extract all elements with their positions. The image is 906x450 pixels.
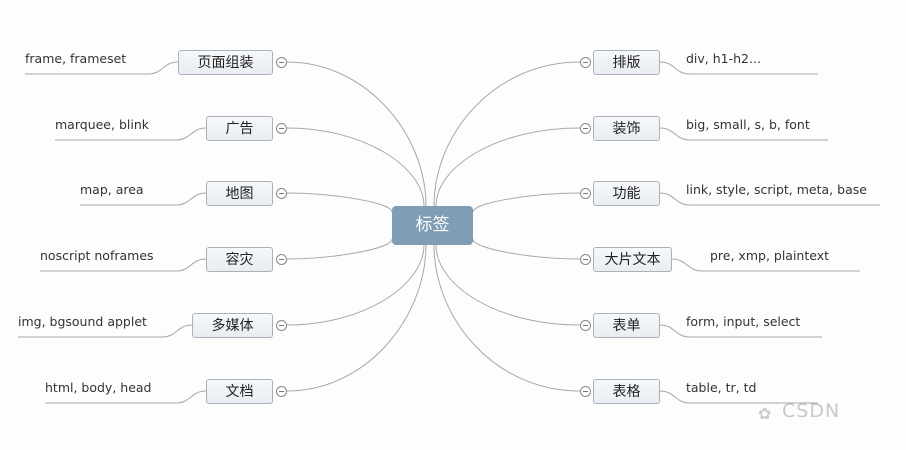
central-topic[interactable]: 标签 (392, 206, 473, 245)
branch-connector (433, 61, 581, 207)
wechat-icon: ✿ (758, 404, 772, 423)
leaf-text: div, h1-h2... (686, 51, 761, 66)
leaf-text: map, area (80, 182, 144, 197)
leaf-connector (659, 192, 880, 206)
collapse-toggle-icon[interactable] (580, 123, 591, 134)
leaf-connector (18, 324, 193, 338)
leaf-text: table, tr, td (686, 380, 757, 395)
collapse-toggle-icon[interactable] (580, 57, 591, 68)
branch-connector (286, 192, 393, 213)
branch-connector (286, 244, 427, 392)
leaf-text: pre, xmp, plaintext (710, 248, 830, 263)
leaf-connector (25, 61, 179, 75)
leaf-connector (659, 127, 828, 141)
branch-connector (286, 61, 427, 207)
leaf-connector (671, 258, 860, 272)
collapse-toggle-icon[interactable] (276, 254, 287, 265)
leaf-connector (45, 390, 207, 404)
leaf-text: link, style, script, meta, base (686, 182, 867, 197)
branch-node-right[interactable]: 功能 (593, 181, 660, 206)
collapse-toggle-icon[interactable] (580, 188, 591, 199)
branch-connector (286, 244, 425, 326)
collapse-toggle-icon[interactable] (276, 320, 287, 331)
collapse-toggle-icon[interactable] (276, 386, 287, 397)
collapse-toggle-icon[interactable] (580, 386, 591, 397)
branch-node-right[interactable]: 排版 (593, 50, 660, 75)
branch-connector (433, 244, 581, 392)
branch-node-left[interactable]: 页面组装 (178, 50, 273, 75)
collapse-toggle-icon[interactable] (276, 57, 287, 68)
branch-connector (472, 192, 581, 213)
collapse-toggle-icon[interactable] (580, 254, 591, 265)
branch-node-left[interactable]: 容灾 (206, 247, 273, 272)
branch-connector (435, 244, 581, 326)
collapse-toggle-icon[interactable] (276, 123, 287, 134)
leaf-connector (40, 258, 207, 272)
leaf-text: noscript noframes (40, 248, 154, 263)
watermark: CSDN (782, 400, 841, 422)
leaf-text: marquee, blink (55, 117, 149, 132)
leaf-connector (659, 324, 822, 338)
leaf-text: img, bgsound applet (18, 314, 147, 329)
branch-node-left[interactable]: 地图 (206, 181, 273, 206)
branch-connector (435, 127, 581, 207)
leaf-connector (55, 127, 207, 141)
branch-node-right[interactable]: 表单 (593, 313, 660, 338)
branch-connector (286, 127, 425, 207)
branch-node-left[interactable]: 文档 (206, 379, 273, 404)
collapse-toggle-icon[interactable] (580, 320, 591, 331)
branch-node-left[interactable]: 广告 (206, 116, 273, 141)
branch-node-right[interactable]: 装饰 (593, 116, 660, 141)
collapse-toggle-icon[interactable] (276, 188, 287, 199)
branch-node-left[interactable]: 多媒体 (192, 313, 273, 338)
branch-node-right[interactable]: 表格 (593, 379, 660, 404)
branch-connector (472, 238, 581, 260)
leaf-text: big, small, s, b, font (686, 117, 810, 132)
leaf-connector (659, 390, 818, 404)
branch-node-right[interactable]: 大片文本 (593, 247, 672, 272)
leaf-connector (659, 61, 818, 75)
leaf-text: frame, frameset (25, 51, 127, 66)
leaf-text: html, body, head (45, 380, 152, 395)
leaf-text: form, input, select (686, 314, 801, 329)
branch-connector (286, 238, 393, 260)
leaf-connector (80, 192, 207, 206)
